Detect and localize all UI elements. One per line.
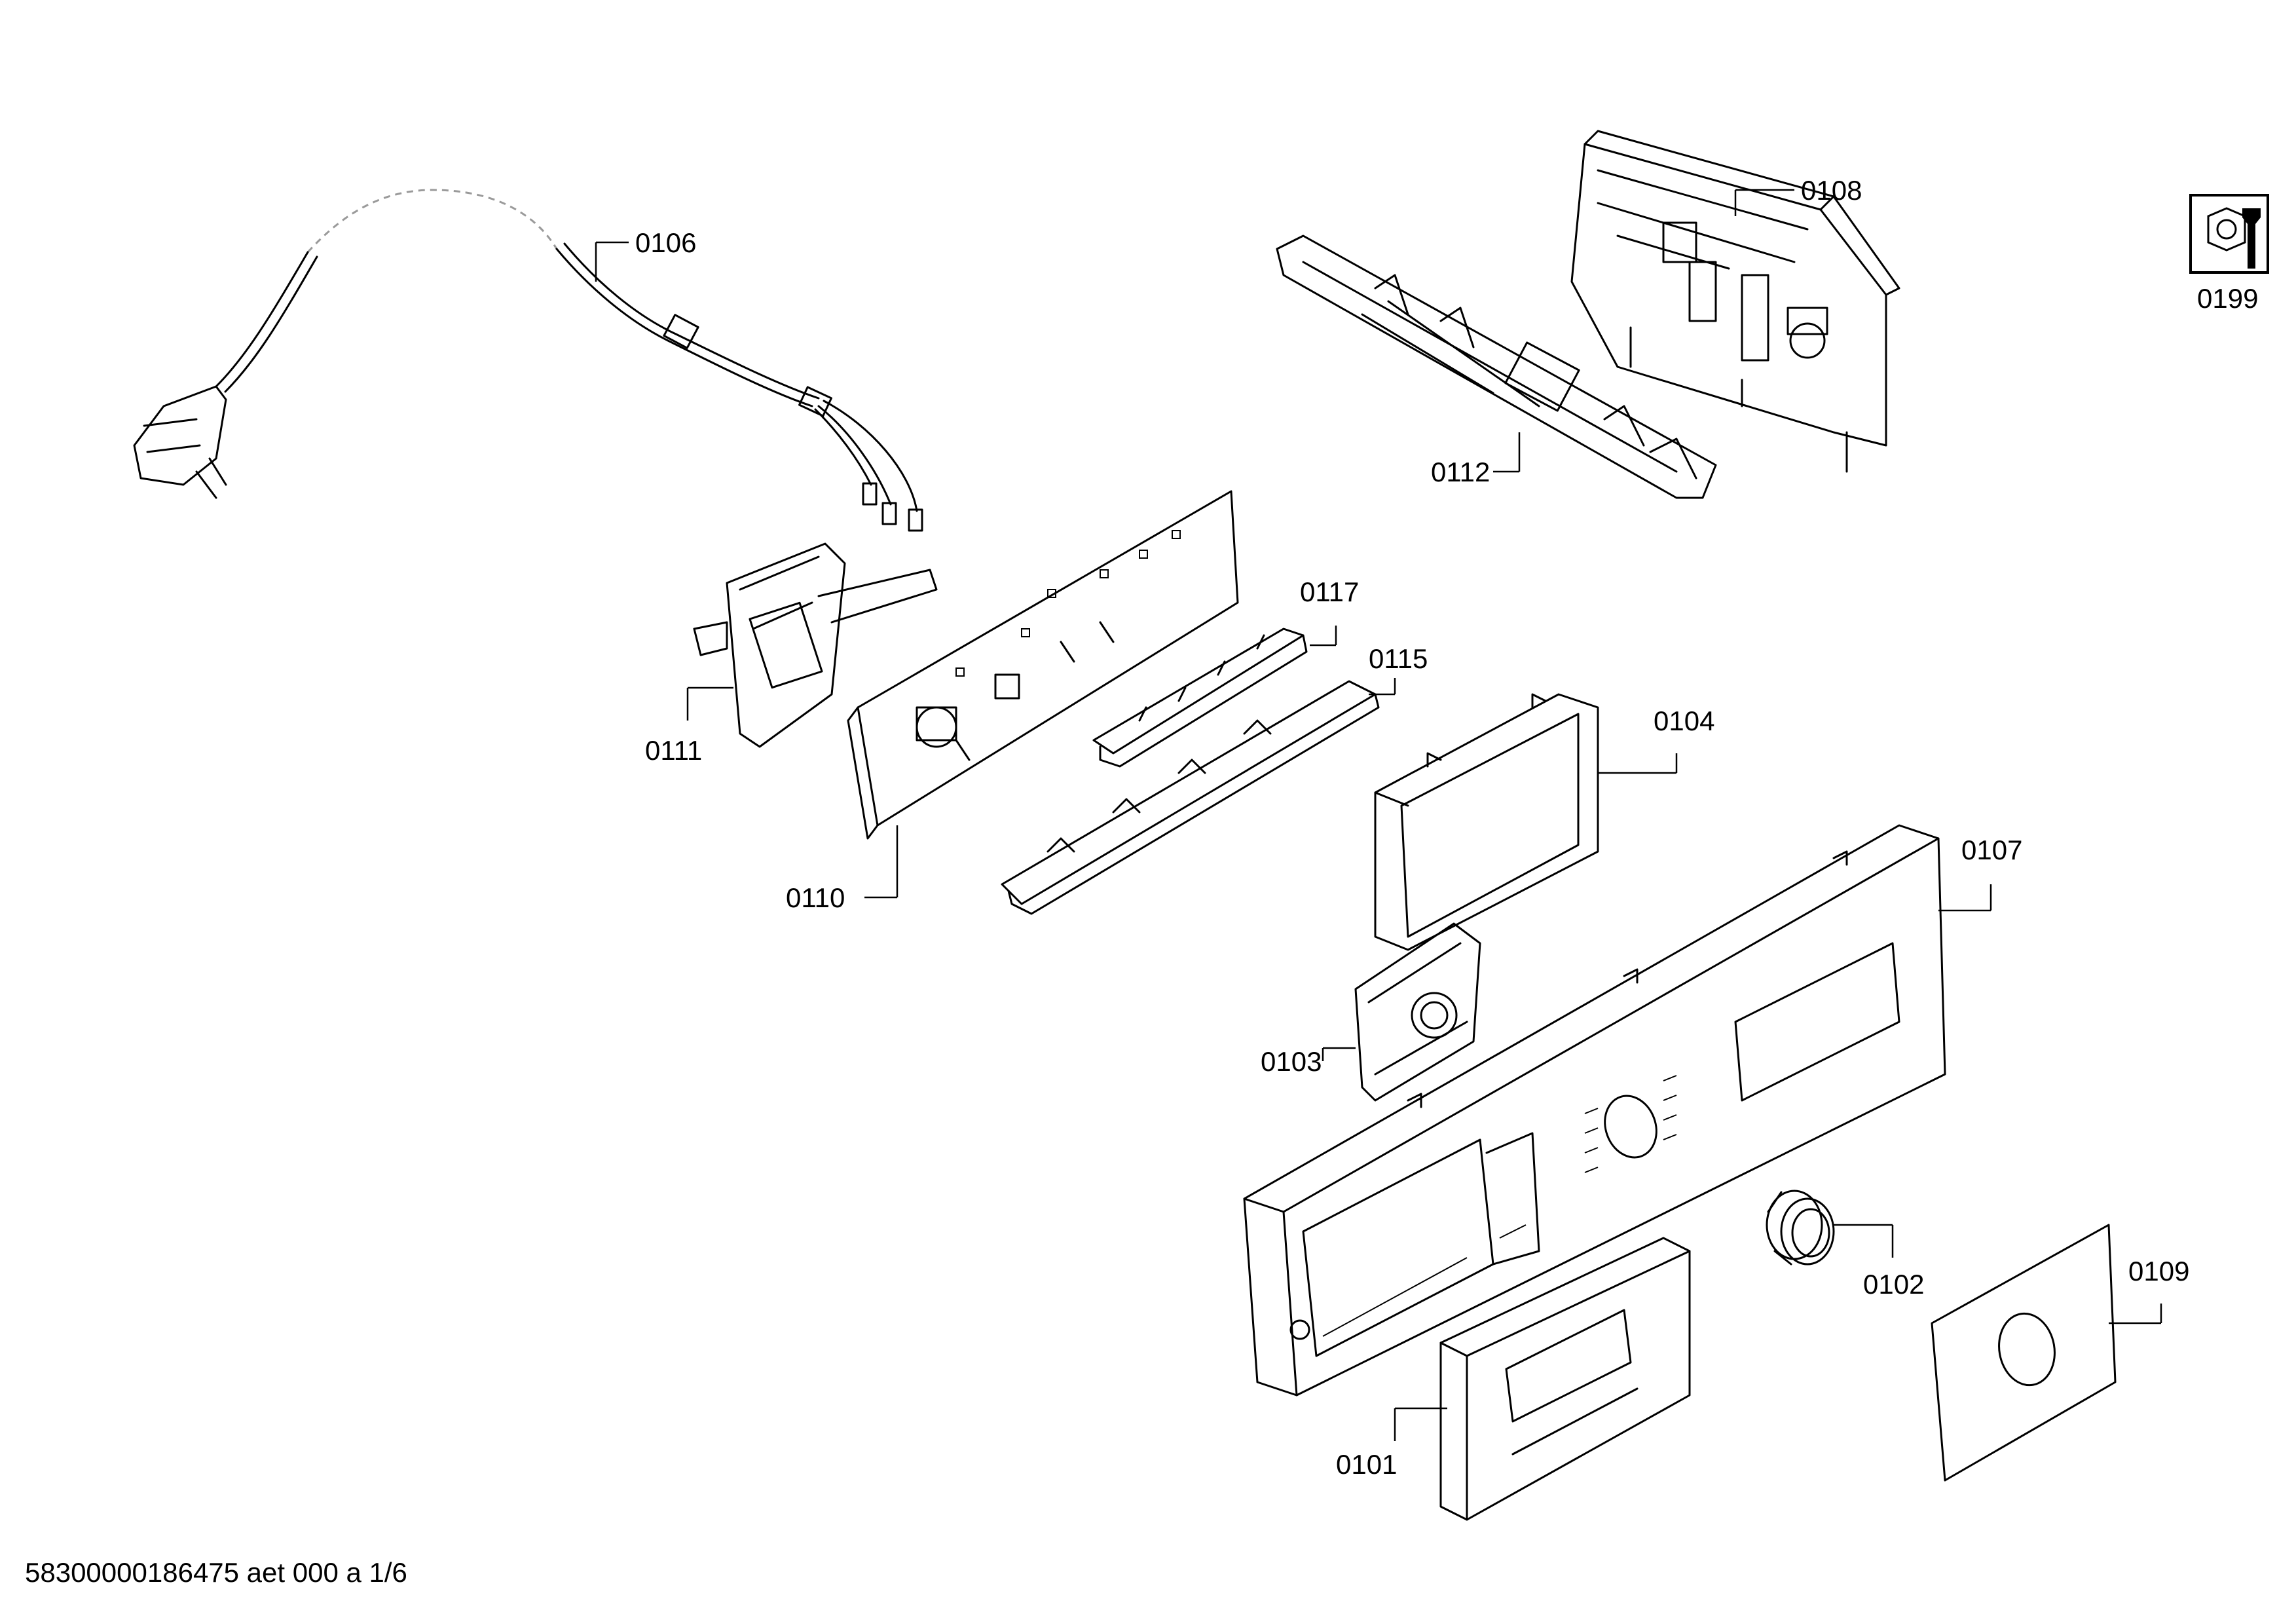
label-0102: 0102 [1863, 1269, 1924, 1300]
control-fascia [1243, 824, 1992, 1397]
electronic-module [1570, 130, 1900, 473]
side-bracket [686, 542, 938, 748]
drawer-front [1394, 1237, 1691, 1521]
control-pcb [847, 490, 1239, 899]
wrench-nut-icon [2189, 194, 2269, 274]
label-0106: 0106 [635, 227, 696, 258]
label-0199: 0199 [2197, 283, 2258, 314]
label-0117: 0117 [1300, 576, 1359, 607]
rotary-selector [1322, 922, 1481, 1102]
display-window [1374, 693, 1678, 951]
label-0107: 0107 [1961, 835, 2022, 865]
label-0110: 0110 [786, 882, 845, 913]
label-0111: 0111 [645, 735, 702, 766]
label-0108: 0108 [1801, 175, 1862, 206]
rotary-knob [1766, 1190, 1894, 1266]
decor-plate [1931, 1224, 2162, 1482]
light-guide-lower [1001, 678, 1396, 915]
label-0104: 0104 [1654, 705, 1714, 736]
light-guide-upper [1092, 626, 1337, 768]
label-0115: 0115 [1369, 643, 1428, 674]
bracket-rail [1276, 235, 1717, 499]
label-0101: 0101 [1336, 1449, 1397, 1480]
label-0112: 0112 [1431, 457, 1490, 487]
document-id: 58300000186475 aet 000 a 1/6 [25, 1557, 407, 1588]
power-cord [133, 189, 923, 532]
label-0109: 0109 [2128, 1256, 2189, 1286]
label-0103: 0103 [1261, 1046, 1322, 1077]
